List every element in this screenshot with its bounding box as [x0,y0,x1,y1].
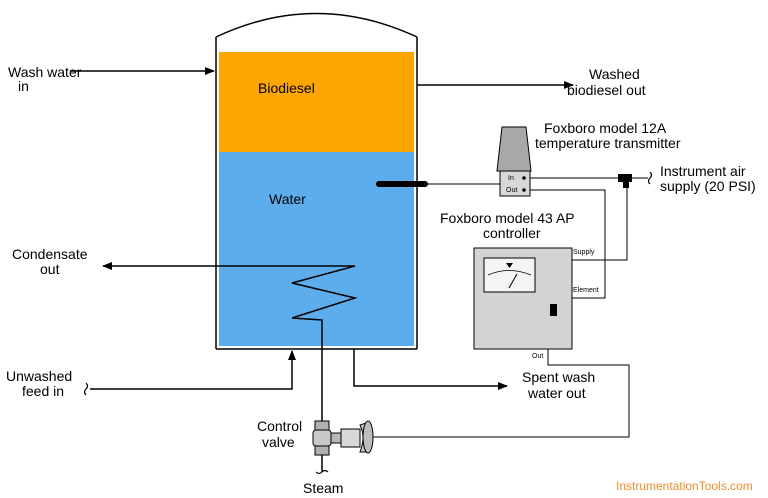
controller-out-label: Out [532,353,543,360]
washed-biodiesel-out-line: Washed biodiesel out [417,66,646,98]
controller-title-2: controller [483,225,541,241]
condensate-label-1: Condensate [12,246,88,262]
wash-water-in-line: Wash water in [8,64,215,94]
control-valve-label-2: valve [262,434,295,450]
transmitter-port-out: Out [506,187,517,194]
transmitter-bellows [496,126,532,172]
air-supply-label-2: supply (20 PSI) [660,178,756,194]
steam-line: Steam [303,455,343,496]
controller-supply-label: Supply [573,249,595,256]
controller: Foxboro model 43 AP controller Supply El… [440,210,599,360]
wash-water-label-2: in [18,78,29,94]
control-valve: Control valve [257,418,374,456]
instrument-air-supply: Instrument air supply (20 PSI) [618,163,756,194]
heating-coil [102,262,358,430]
unwashed-label-2: feed in [22,383,64,399]
washed-label-1: Washed [589,66,640,82]
signal-lines [373,177,630,438]
transmitter-body [499,170,531,197]
control-valve-label-1: Control [257,418,302,434]
transmitter-title-1: Foxboro model 12A [544,120,667,136]
spent-label-2: water out [527,385,586,401]
watermark: InstrumentationTools.com [616,479,753,493]
biodiesel-layer [219,52,414,152]
water-label: Water [269,191,306,207]
transmitter-title-2: temperature transmitter [535,135,681,151]
washed-label-2: biodiesel out [567,82,646,98]
controller-element-label: Element [573,287,599,294]
unwashed-label-1: Unwashed [6,368,72,384]
wash-water-label-1: Wash water [8,64,82,80]
steam-label: Steam [303,480,343,496]
controller-indicator [550,304,557,316]
condensate-label-2: out [40,261,60,277]
condensate-out: Condensate out [12,246,88,277]
temperature-transmitter: In Out Foxboro model 12A temperature tra… [496,120,681,197]
controller-title-1: Foxboro model 43 AP [440,210,575,226]
spent-label-1: Spent wash [522,369,595,385]
tank: Biodiesel Water [215,12,418,350]
biodiesel-label: Biodiesel [258,80,315,96]
transmitter-port-in: In [508,175,514,182]
tank-dome [215,12,418,38]
air-supply-label-1: Instrument air [660,163,746,179]
spent-wash-water-out-line: Spent wash water out [353,349,595,401]
unwashed-feed-in-line: Unwashed feed in [6,350,296,399]
